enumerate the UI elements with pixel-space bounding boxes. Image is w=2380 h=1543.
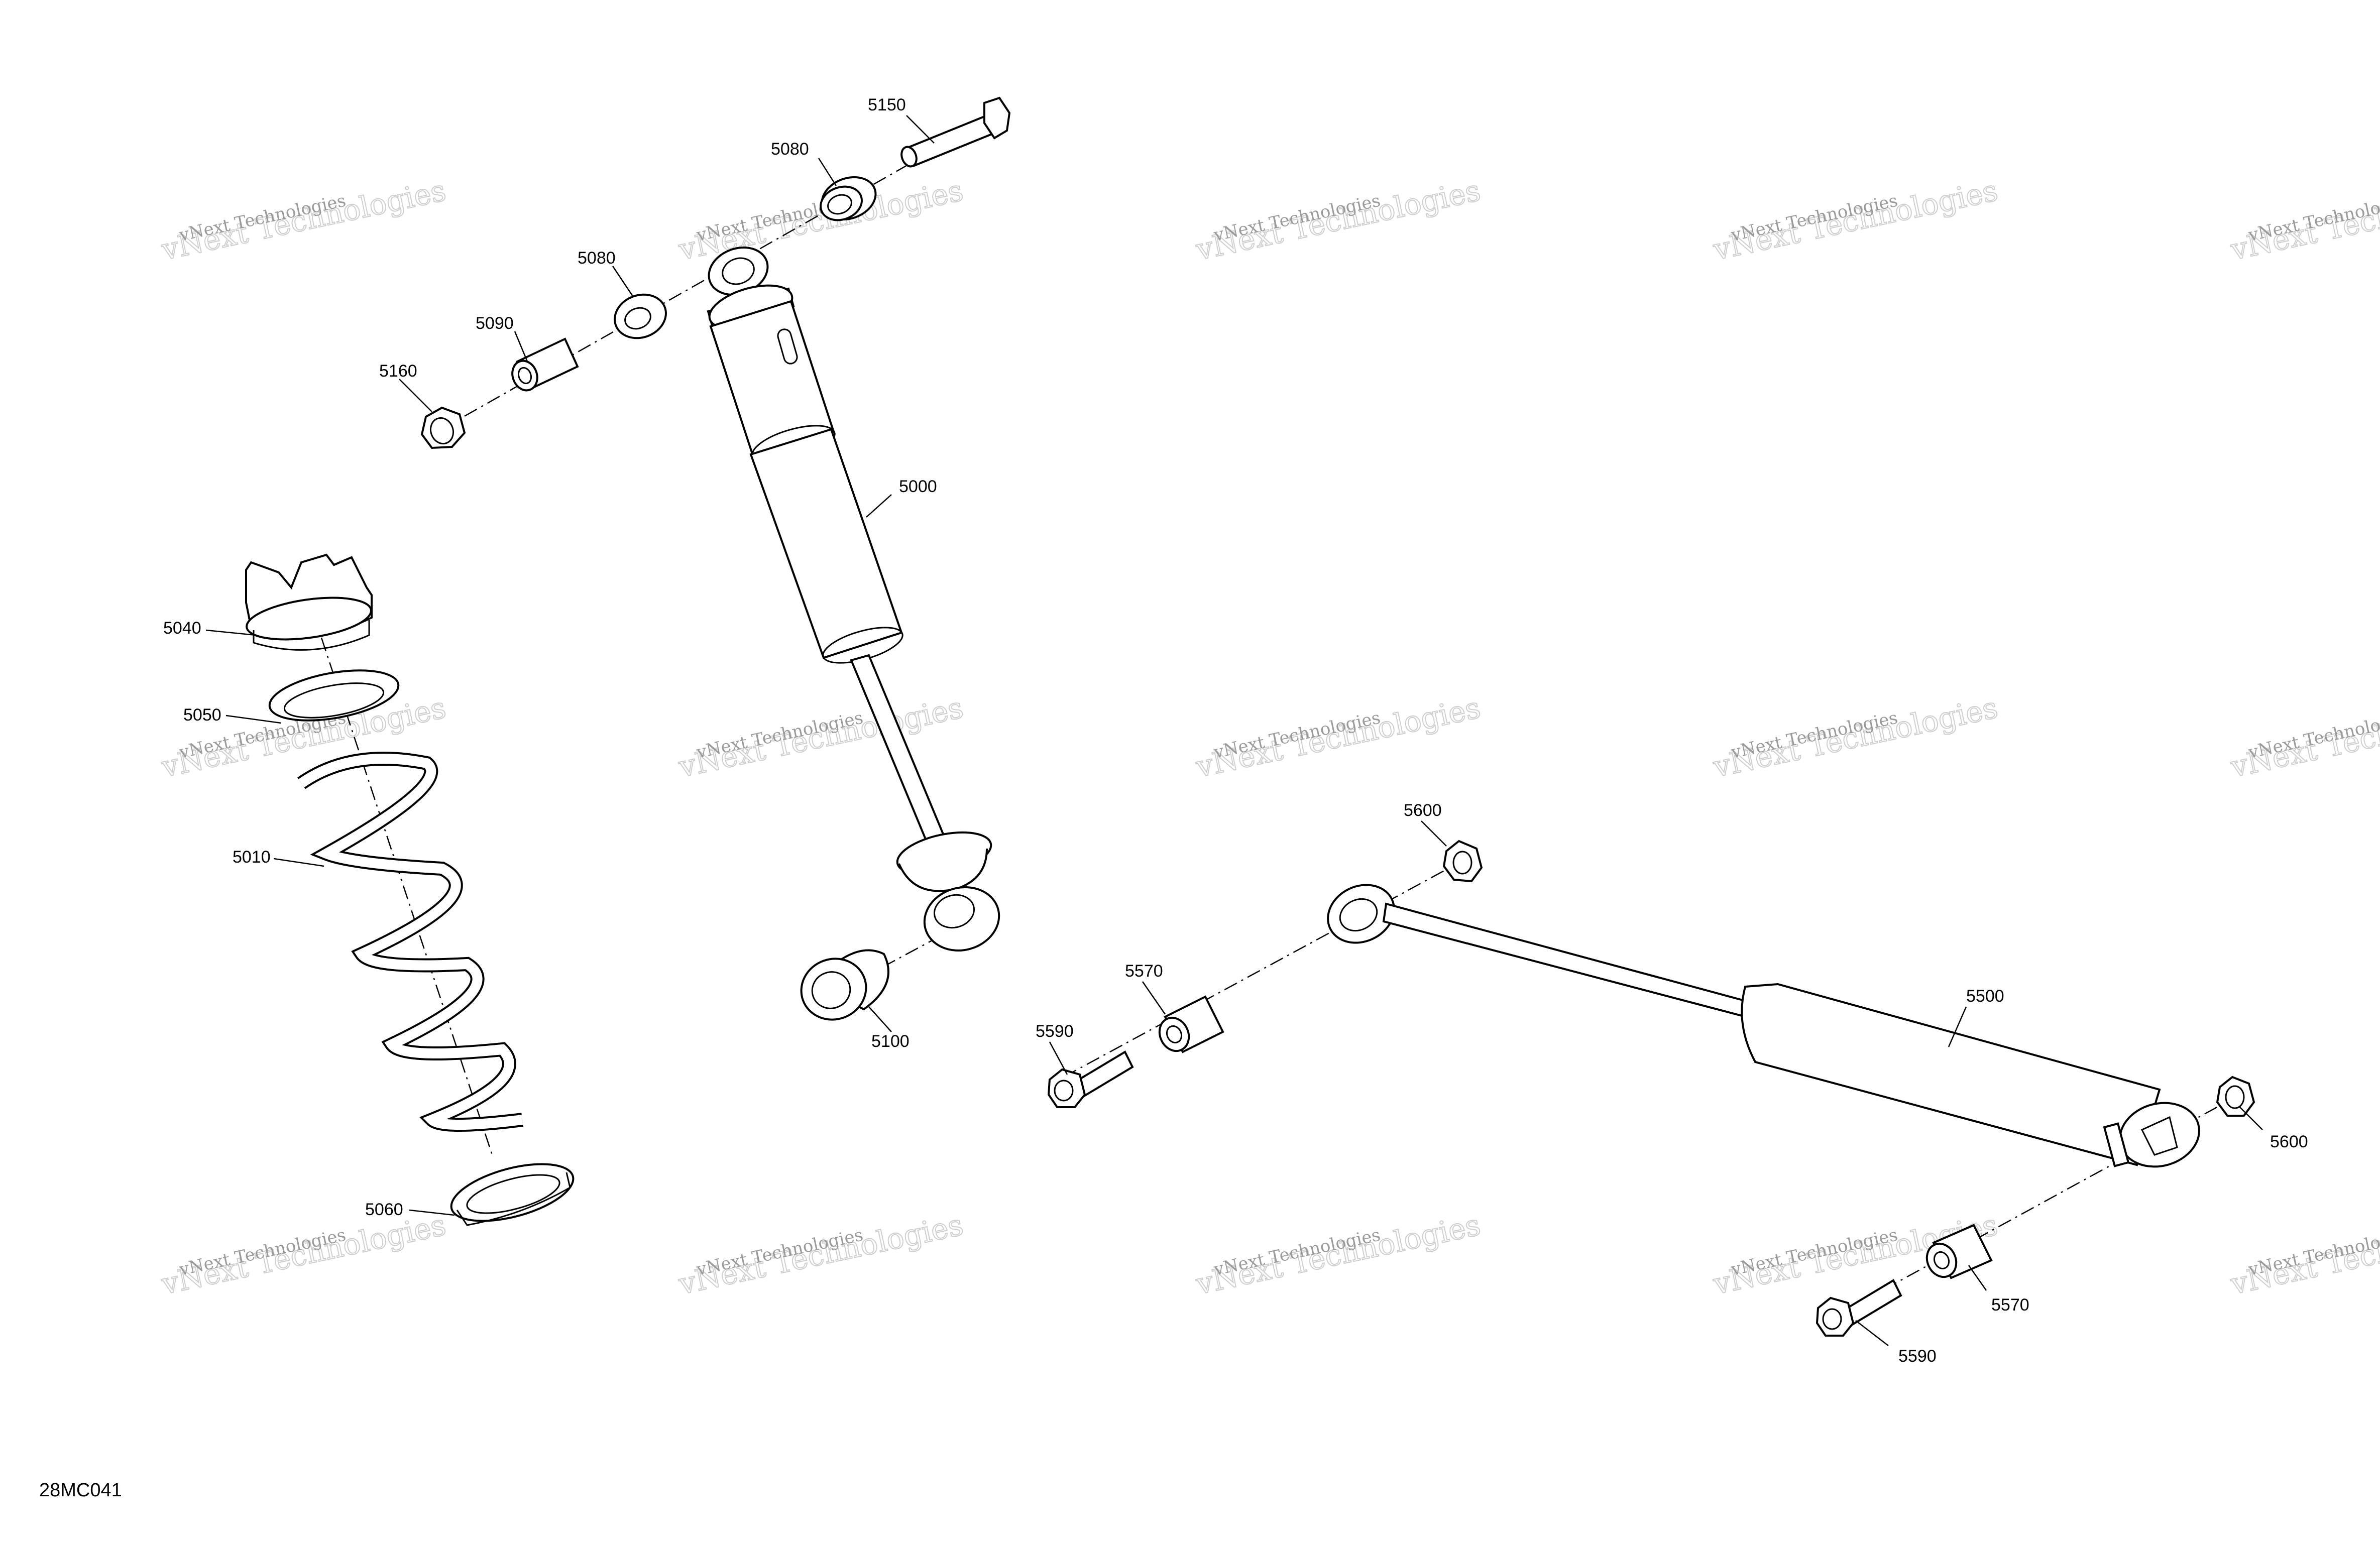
callout-5060: 5060 <box>365 1200 403 1219</box>
watermark: vNext Technologies vNext Technologies <box>2227 1207 2380 1302</box>
svg-text:vNext Technologies: vNext Technologies <box>1193 173 1484 267</box>
callout-5500: 5500 <box>1966 987 2004 1006</box>
svg-text:vNext Technologies: vNext Technologies <box>1193 1208 1484 1301</box>
watermark: vNext Technologies vNext Technologies <box>675 1207 967 1302</box>
spring-assembly <box>245 553 575 1226</box>
callout-5570-left: 5570 <box>1125 962 1163 981</box>
watermark: vNext Technologies vNext Technologies <box>1192 690 1484 785</box>
leader-lines <box>205 115 2263 1346</box>
watermark: vNext Technologies vNext Technologies <box>158 173 449 268</box>
callout-5040: 5040 <box>163 619 201 638</box>
figure-id: 28MC041 <box>39 1480 122 1501</box>
watermark: vNext Technologies vNext Technologies <box>675 173 967 268</box>
stabilizer-left-axis <box>1049 858 1467 1086</box>
spring-axis <box>320 637 493 1155</box>
steering-damper <box>1327 884 2200 1168</box>
upper-hardware <box>420 96 1011 449</box>
svg-text:vNext Technologies: vNext Technologies <box>1710 173 2001 267</box>
svg-text:vNext Technologies: vNext Technologies <box>675 1208 966 1301</box>
callout-5010: 5010 <box>233 848 271 867</box>
callout-5050: 5050 <box>183 705 221 725</box>
svg-text:vNext Technologies: vNext Technologies <box>158 173 449 267</box>
svg-text:vNext Technologies: vNext Technologies <box>675 173 966 267</box>
lower-mount-axis <box>813 933 945 1005</box>
callout-5600-left: 5600 <box>1404 801 1442 820</box>
callout-5590-left: 5590 <box>1036 1022 1074 1041</box>
watermark: vNext Technologies vNext Technologies <box>675 690 967 785</box>
watermark: vNext Technologies vNext Technologies <box>1710 690 2001 785</box>
watermark: vNext Technologies vNext Technologies <box>1710 173 2001 268</box>
damper-hardware-right <box>1816 1076 2255 1337</box>
callout-5600-right: 5600 <box>2270 1132 2308 1151</box>
callout-5080-upper: 5080 <box>771 140 809 159</box>
callout-5570-right: 5570 <box>1991 1295 2029 1315</box>
watermark: vNext Technologies vNext Technologies <box>158 1207 449 1302</box>
damper-hardware-left <box>1047 840 1483 1108</box>
svg-text:vNext Technologies: vNext Technologies <box>1710 690 2001 784</box>
svg-text:vNext Technologies: vNext Technologies <box>1193 690 1484 784</box>
callout-5150: 5150 <box>868 95 906 114</box>
callout-5590-right: 5590 <box>1898 1347 1937 1366</box>
callout-5160: 5160 <box>379 362 417 381</box>
watermark: vNext Technologies vNext Technologies <box>2227 173 2380 268</box>
callout-5000: 5000 <box>899 477 937 496</box>
watermark: vNext Technologies vNext Technologies <box>1192 173 1484 268</box>
svg-text:vNext Technologies: vNext Technologies <box>158 1208 449 1301</box>
lower-bushing <box>800 949 889 1021</box>
watermark: vNext Technologies vNext Technologies <box>2227 690 2380 785</box>
watermark: vNext Technologies vNext Technologies <box>1192 1207 1484 1302</box>
shock-absorber <box>707 246 1000 952</box>
callout-labels: 5150 5080 5080 5090 5160 5000 5040 5050 … <box>163 95 2308 1366</box>
callout-5080-lower: 5080 <box>578 249 616 268</box>
svg-text:vNext Technologies: vNext Technologies <box>675 690 966 784</box>
callout-5090: 5090 <box>476 314 514 333</box>
callout-5100: 5100 <box>871 1032 910 1051</box>
